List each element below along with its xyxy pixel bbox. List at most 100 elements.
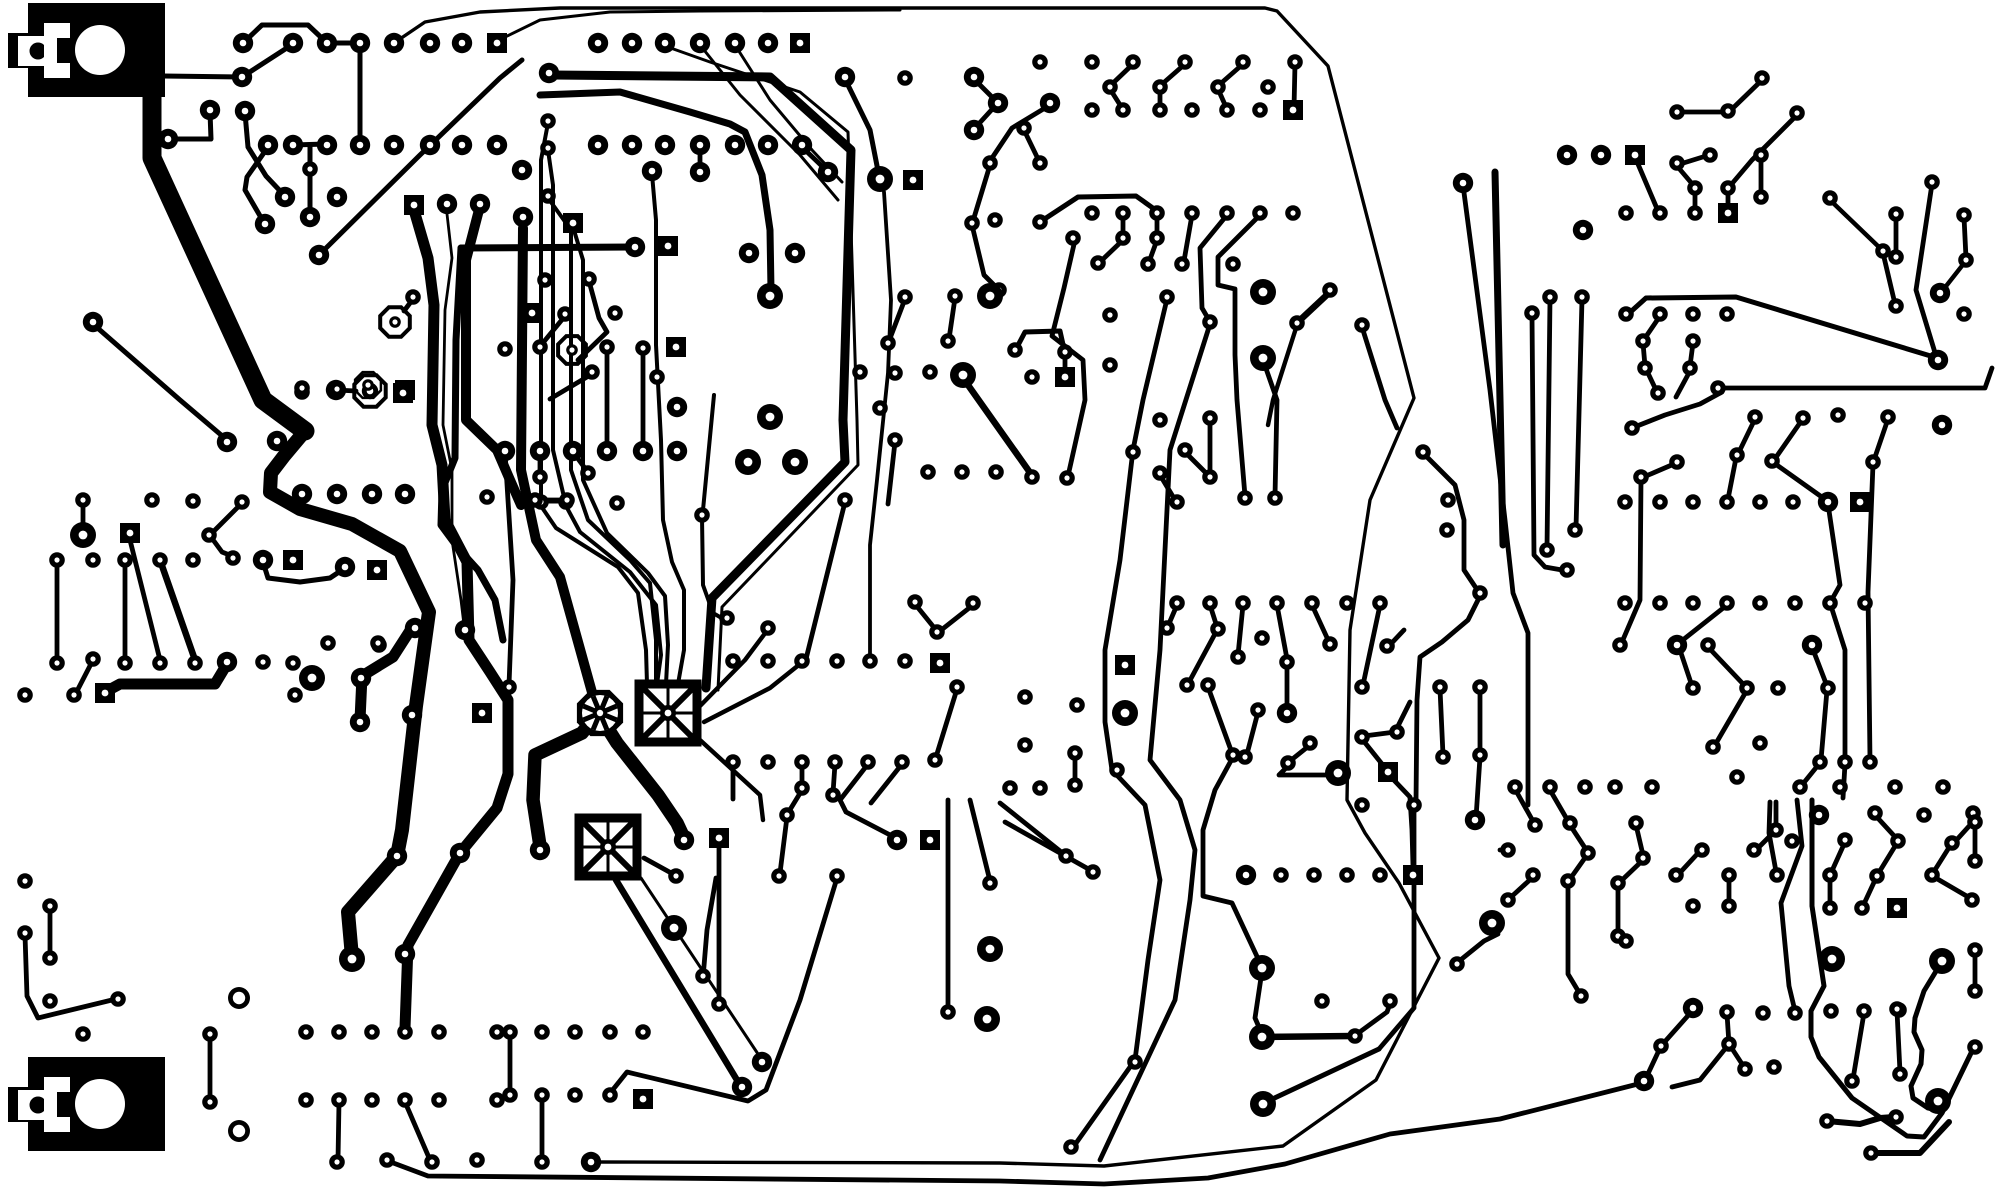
pad-hole	[1724, 311, 1730, 317]
pad-hole	[832, 759, 838, 765]
pad-hole	[476, 200, 484, 208]
pad-hole	[604, 344, 610, 350]
pad-hole	[149, 497, 155, 503]
copper-trace	[1717, 365, 1995, 391]
pad-hole	[661, 39, 669, 47]
pad-hole	[954, 684, 960, 690]
pad-hole	[603, 447, 611, 455]
copper-trace	[970, 162, 993, 224]
pad-hole	[80, 497, 86, 503]
pad-hole	[1120, 708, 1130, 718]
pad-hole	[292, 692, 298, 698]
pad-hole	[1164, 625, 1170, 631]
pad	[794, 780, 810, 796]
crosshair-square-pad	[634, 679, 702, 747]
pad-hole	[1215, 626, 1221, 632]
pad	[1322, 636, 1338, 652]
copper-trace	[1913, 181, 1939, 359]
pad-hole	[1274, 600, 1280, 606]
pad	[540, 140, 556, 156]
copper-trace	[1097, 321, 1213, 1163]
pad	[1590, 144, 1612, 166]
pad	[1149, 230, 1165, 246]
pad	[1862, 754, 1878, 770]
copper-trace	[1880, 250, 1898, 307]
pad-hole	[408, 711, 416, 719]
pad-hole	[664, 242, 672, 250]
pad-hole	[502, 346, 508, 352]
pad	[424, 1154, 440, 1170]
copper-trace	[1828, 603, 1848, 763]
pad-hole	[1530, 872, 1536, 878]
pad	[1685, 680, 1701, 696]
pad	[837, 492, 853, 508]
pad-hole	[1929, 872, 1935, 878]
pad	[419, 32, 441, 54]
pad-hole	[594, 39, 602, 47]
pad	[1059, 470, 1075, 486]
pad-hole	[1893, 904, 1901, 912]
pad-hole	[402, 1029, 408, 1035]
pad	[1250, 345, 1276, 371]
pad	[1719, 1004, 1735, 1020]
pad	[632, 440, 654, 462]
pad	[1682, 360, 1698, 376]
cross-pad-frame	[634, 679, 702, 747]
pad	[1819, 946, 1845, 972]
pad	[1559, 562, 1575, 578]
pad	[1889, 1001, 1905, 1017]
pad-hole	[993, 469, 999, 475]
pad-hole	[1471, 816, 1479, 824]
pad-hole	[1037, 160, 1043, 166]
pad	[70, 522, 96, 548]
pad-hole	[474, 1157, 480, 1163]
pad-hole	[764, 141, 772, 149]
pad-hole	[1359, 734, 1365, 740]
copper-trace	[1736, 416, 1758, 455]
pad	[454, 619, 476, 641]
pad-hole	[730, 658, 736, 664]
copper-trace	[1725, 455, 1739, 502]
pad	[1857, 595, 1873, 611]
pad-hole	[1070, 235, 1076, 241]
pad	[386, 845, 408, 867]
pad	[1125, 444, 1141, 460]
pad	[1956, 207, 1972, 223]
pad	[1669, 104, 1685, 120]
pad	[1808, 804, 1830, 826]
pad-hole	[867, 658, 873, 664]
pad	[1964, 892, 1980, 908]
pad-hole	[654, 374, 660, 380]
pad	[1279, 654, 1295, 670]
pad-hole	[765, 625, 771, 631]
pad-hole	[1563, 151, 1571, 159]
pad-hole	[390, 141, 398, 149]
pad-hole	[902, 294, 908, 300]
copper-trace	[142, 80, 315, 441]
copper-trace	[933, 686, 960, 760]
pad-hole	[1929, 179, 1935, 185]
pad-hole	[672, 343, 680, 351]
pad-hole	[545, 145, 551, 151]
pad-hole	[71, 692, 77, 698]
pad-hole	[22, 930, 28, 936]
copper-trace	[1200, 754, 1264, 968]
pad	[1925, 1088, 1951, 1114]
cross-pad-frame	[574, 813, 642, 881]
pad-hole	[1230, 752, 1236, 758]
pad	[1472, 747, 1488, 763]
pad-hole	[239, 39, 247, 47]
pad	[75, 492, 91, 508]
pad	[1931, 414, 1953, 436]
pad-hole	[1674, 109, 1680, 115]
pad	[401, 704, 423, 726]
pad	[1837, 754, 1853, 770]
pad	[234, 100, 256, 122]
pad	[383, 134, 405, 156]
pad-hole	[518, 166, 526, 174]
pad-hole	[1107, 362, 1113, 368]
pad-hole	[738, 1083, 746, 1091]
copper-trace	[536, 88, 775, 294]
pad	[1159, 289, 1175, 305]
